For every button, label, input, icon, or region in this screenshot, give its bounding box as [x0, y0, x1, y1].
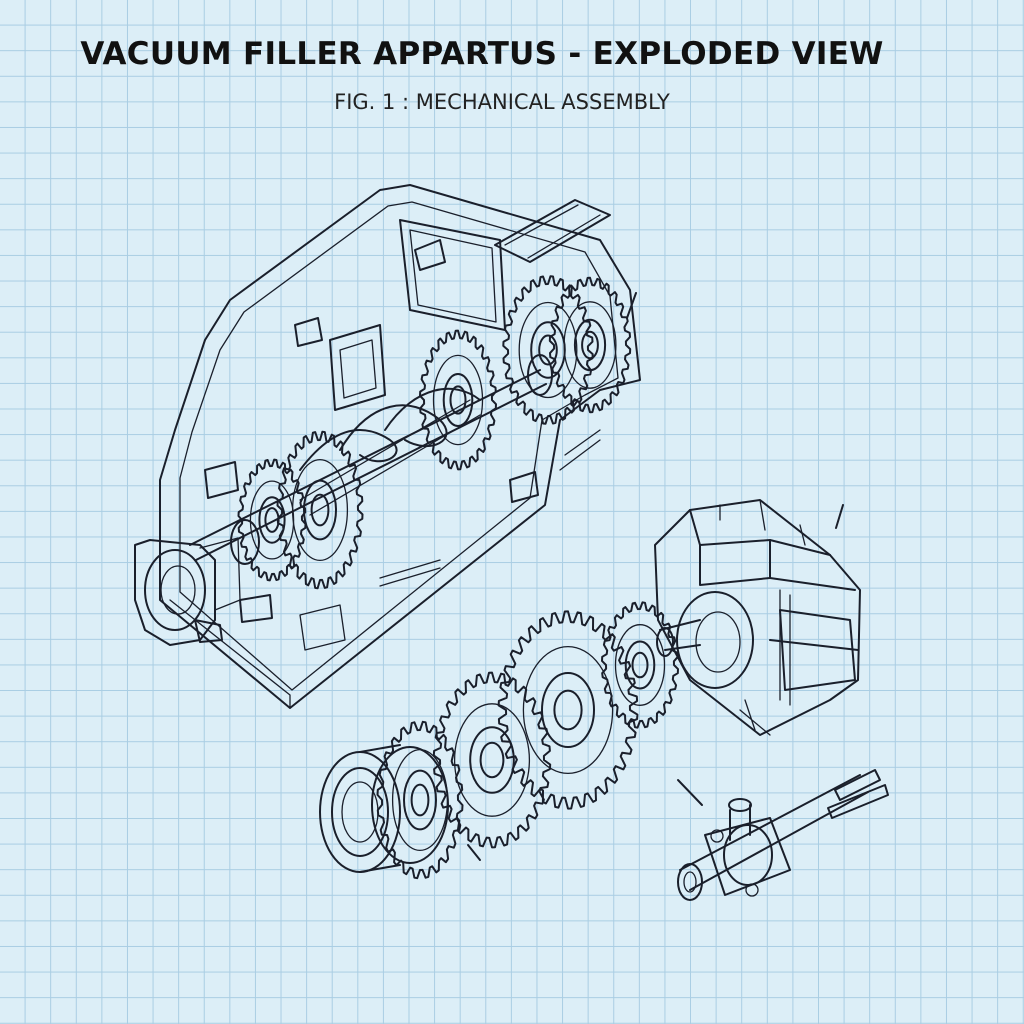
exploded-gear-set [376, 601, 679, 880]
figure-subtitle: FIG. 1 : MECHANICAL ASSEMBLY [334, 90, 670, 114]
internal-gear-left-small-ring [264, 507, 280, 533]
internal-gear-middle-ring [442, 373, 474, 427]
housing-frame [159, 184, 641, 709]
exploded-gear-medium-ring [469, 726, 515, 794]
exploded-gear-medium-teeth [432, 671, 552, 849]
exploded-gear-large [497, 610, 639, 810]
internal-gear-left-teeth [276, 430, 364, 590]
exploded-gear-small-ring [410, 783, 430, 817]
internal-gear-left-small-ring [249, 480, 295, 560]
internal-gear-left [276, 430, 364, 590]
exploded-gear-coupling-ring [614, 624, 666, 706]
internal-gear-right-ring [530, 321, 566, 379]
internal-gear-middle-teeth [419, 329, 497, 471]
internal-gear-left-ring [303, 479, 337, 541]
main-shaft [189, 354, 553, 565]
internal-gear-right-rear-ring [573, 318, 607, 372]
internal-gear-right-ring [518, 301, 578, 399]
internal-gear-left-ring [291, 458, 349, 562]
internal-gear-right-ring [538, 334, 558, 366]
flange-cap [134, 537, 241, 646]
exploded-gear-coupling [601, 601, 679, 729]
exploded-gear-small-ring [403, 769, 437, 831]
exploded-gear-small-teeth [376, 720, 464, 880]
internal-gear-middle [419, 329, 497, 471]
leader-marks [467, 292, 844, 861]
exploded-gear-medium-ring [479, 741, 505, 779]
internal-gear-right-rear-ring [563, 301, 617, 389]
bearing-ring [319, 744, 449, 873]
internal-gear-right-rear-ring [581, 330, 599, 360]
internal-gear-middle-ring [449, 385, 467, 415]
internal-gear-left-small-ring [258, 496, 286, 544]
exploded-gear-large-teeth [497, 610, 639, 810]
exploded-gear-large-ring [522, 645, 614, 775]
exploded-gear-coupling-ring [631, 651, 649, 679]
internal-gear-middle-ring [432, 354, 484, 446]
auger-screw [299, 387, 481, 516]
internal-gear-right-rear-teeth [548, 276, 632, 414]
exploded-gear-large-ring [541, 672, 595, 748]
output-shaft [677, 769, 889, 901]
exploded-gear-large-ring [553, 689, 583, 731]
exploded-gear-coupling-ring [624, 640, 656, 690]
exploded-gear-coupling-teeth [601, 601, 679, 729]
internal-gear-train [237, 275, 632, 590]
internal-gear-right-rear [548, 276, 632, 414]
motor-unit [654, 499, 861, 736]
exploded-gear-medium [432, 671, 552, 849]
exploded-gear-medium-ring [453, 703, 531, 817]
figure-title: VACUUM FILLER APPARTUS - EXPLODED VIEW [80, 36, 884, 72]
internal-gear-left-ring [310, 493, 330, 527]
